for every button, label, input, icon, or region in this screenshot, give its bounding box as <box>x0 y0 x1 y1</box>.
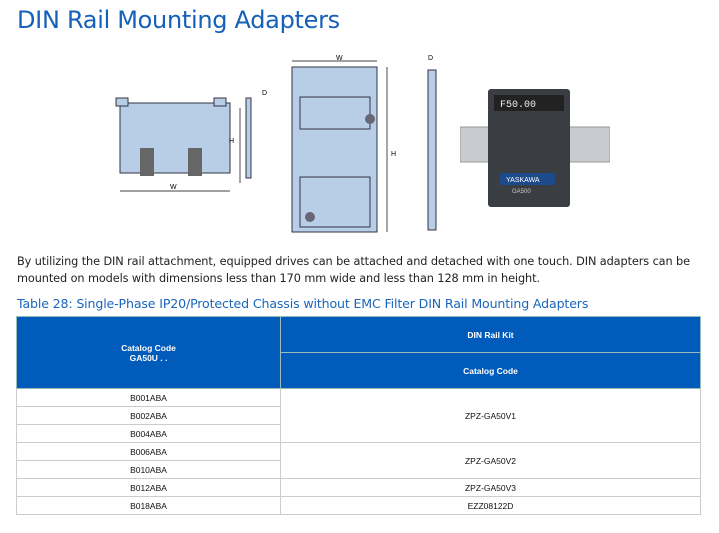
height-label: H <box>391 151 396 158</box>
height-label: H <box>229 138 234 145</box>
description-paragraph: By utilizing the DIN rail attachment, eq… <box>17 255 690 285</box>
din-rail-kit-header: DIN Rail Kit <box>280 316 701 353</box>
drive-on-din-rail-photo: F50.00 YASKAWA GA500 <box>460 89 610 207</box>
width-label: W <box>170 184 177 191</box>
width-label: W <box>336 55 343 62</box>
adapter-large-drawing: W H D <box>291 55 437 233</box>
model-label: GA500 <box>512 189 531 195</box>
kit-catalog-code-header: Catalog Code <box>280 352 701 389</box>
brand-label: YASKAWA <box>506 177 540 184</box>
depth-label: D <box>262 90 267 97</box>
depth-label: D <box>428 55 433 62</box>
adapter-front-drawing: W H D <box>115 90 267 192</box>
page-title: DIN Rail Mounting Adapters <box>17 6 340 34</box>
table-caption: Table 28: Single-Phase IP20/Protected Ch… <box>17 296 589 311</box>
drive-display: F50.00 <box>500 100 536 111</box>
